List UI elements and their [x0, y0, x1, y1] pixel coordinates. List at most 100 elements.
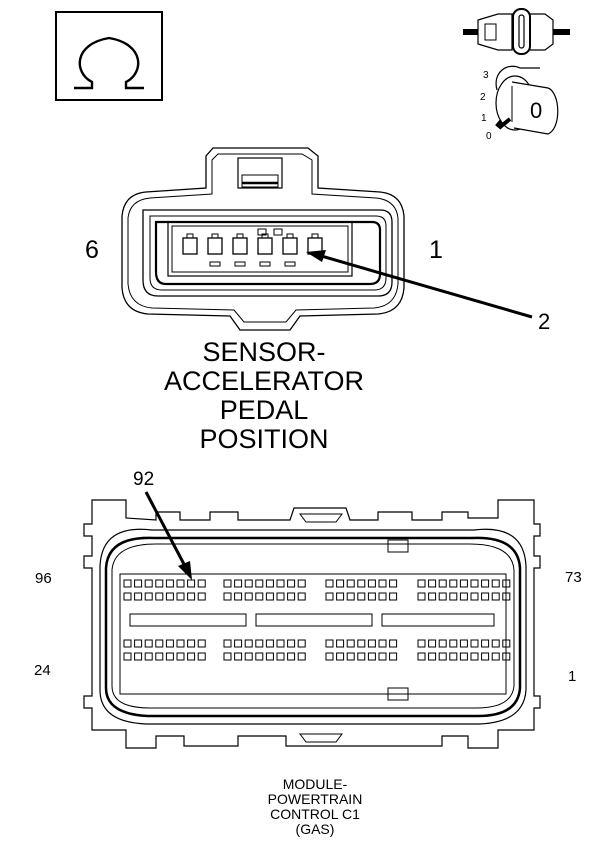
pcm-pin-cavity	[165, 592, 174, 601]
pcm-pin-cavity	[134, 652, 143, 661]
sensor-pin-cavities	[182, 228, 323, 267]
pcm-pin-cavity	[417, 592, 426, 601]
pcm-pin-cavity	[297, 639, 306, 648]
pcm-pin-cavity	[255, 592, 264, 601]
pcm-pin-cavity	[187, 592, 196, 601]
pcm-pin-cavity	[265, 592, 274, 601]
pcm-pin-cavity	[357, 579, 366, 588]
pcm-pin-cavity	[265, 579, 274, 588]
pcm-pin-cavity	[459, 592, 468, 601]
pcm-callout-arrow	[144, 491, 192, 580]
pcm-pin-cavity	[389, 652, 398, 661]
pcm-pin-cavity	[276, 579, 285, 588]
sensor-title-line-1: SENSOR-	[202, 337, 326, 367]
pcm-pin-cavity	[176, 579, 185, 588]
pcm-pin-cavity	[155, 652, 164, 661]
pcm-pin-cavity	[144, 639, 153, 648]
pcm-pin-cavity	[449, 592, 458, 601]
pcm-pin-cavity	[155, 592, 164, 601]
pcm-pin-cavity	[417, 652, 426, 661]
pcm-pin-cavity	[357, 592, 366, 601]
sensor-callout-label: 2	[538, 309, 551, 334]
sensor-title-line-4: POSITION	[199, 424, 329, 454]
pcm-pin-cavity	[176, 652, 185, 661]
pcm-pin-cavity	[187, 579, 196, 588]
pcm-pin-cavity	[491, 639, 500, 648]
pcm-pin-73-label: 73	[565, 569, 582, 586]
pcm-title-line-1: MODULE-	[282, 776, 348, 792]
pcm-pin-cavity	[123, 579, 132, 588]
key-position-1: 1	[481, 113, 487, 124]
pcm-pin-cavity	[428, 639, 437, 648]
pcm-pin-cavity	[357, 652, 366, 661]
pcm-pin-cavity	[346, 639, 355, 648]
pcm-pin-cavity	[325, 592, 334, 601]
pcm-pin-cavity	[223, 579, 232, 588]
pcm-title: MODULE- POWERTRAIN CONTROL C1 (GAS)	[215, 777, 415, 837]
sensor-pin-latch	[186, 233, 194, 239]
pcm-pin-cavity	[417, 639, 426, 648]
pcm-pin-cavity	[176, 639, 185, 648]
pcm-pin-cavity	[481, 652, 490, 661]
sensor-pin-cavity	[232, 237, 248, 255]
pcm-pin-cavity	[223, 652, 232, 661]
pcm-pin-cavity	[155, 639, 164, 648]
pcm-pin-cavity	[357, 639, 366, 648]
pcm-pin-cavity	[234, 639, 243, 648]
sensor-pin-latch	[286, 233, 294, 239]
pcm-pin-cavity	[378, 652, 387, 661]
sensor-pin-latch	[211, 233, 219, 239]
sensor-pin-6-label: 6	[85, 236, 99, 264]
sensor-pin-latch	[236, 233, 244, 239]
pcm-pin-cavity	[223, 639, 232, 648]
sensor-pin-cavity	[257, 237, 273, 255]
pcm-pin-cavity	[234, 652, 243, 661]
pcm-pin-cavity	[449, 652, 458, 661]
pcm-pin-cavity	[336, 639, 345, 648]
pcm-pin-cavity	[449, 639, 458, 648]
sensor-connector-drawing	[121, 147, 405, 331]
pcm-pin-cavity	[367, 652, 376, 661]
pcm-pin-cavity	[459, 652, 468, 661]
pcm-pin-cavity	[265, 639, 274, 648]
pcm-pin-cavities	[123, 579, 511, 661]
sensor-pin-cavity	[282, 237, 298, 255]
pcm-pin-cavity	[470, 652, 479, 661]
sensor-pin-cavity	[207, 237, 223, 255]
pcm-pin-cavity	[276, 652, 285, 661]
pcm-pin-cavity	[481, 639, 490, 648]
pcm-pin-cavity	[134, 592, 143, 601]
sensor-key	[257, 228, 267, 236]
pcm-pin-cavity	[389, 592, 398, 601]
pcm-pin-cavity	[378, 639, 387, 648]
sensor-callout-arrow	[306, 250, 533, 319]
pcm-pin-cavity	[438, 639, 447, 648]
pcm-pin-cavity	[336, 652, 345, 661]
pcm-pin-cavity	[336, 579, 345, 588]
pcm-pin-cavity	[244, 652, 253, 661]
pcm-pin-cavity	[491, 592, 500, 601]
pcm-pin-cavity	[234, 592, 243, 601]
pcm-pin-cavity	[187, 639, 196, 648]
pcm-pin-cavity	[438, 592, 447, 601]
pcm-pin-cavity	[165, 652, 174, 661]
pcm-pin-cavity	[123, 592, 132, 601]
pcm-pin-cavity	[491, 579, 500, 588]
pcm-pin-cavity	[265, 652, 274, 661]
pcm-pin-1-label: 1	[568, 668, 577, 685]
key-position-3: 3	[483, 70, 489, 81]
pcm-pin-24-label: 24	[34, 662, 51, 679]
sensor-pin-cavity	[182, 237, 198, 255]
pcm-pin-cavity	[144, 592, 153, 601]
sensor-title: SENSOR- ACCELERATOR PEDAL POSITION	[114, 338, 414, 454]
pcm-pin-cavity	[144, 579, 153, 588]
key-position-2: 2	[480, 92, 486, 103]
pcm-pin-cavity	[459, 639, 468, 648]
pcm-pin-cavity	[438, 579, 447, 588]
pcm-pin-cavity	[197, 592, 206, 601]
pcm-pin-cavity	[367, 639, 376, 648]
pcm-pin-cavity	[287, 639, 296, 648]
sensor-pin-slot	[234, 261, 246, 267]
pcm-pin-cavity	[255, 652, 264, 661]
